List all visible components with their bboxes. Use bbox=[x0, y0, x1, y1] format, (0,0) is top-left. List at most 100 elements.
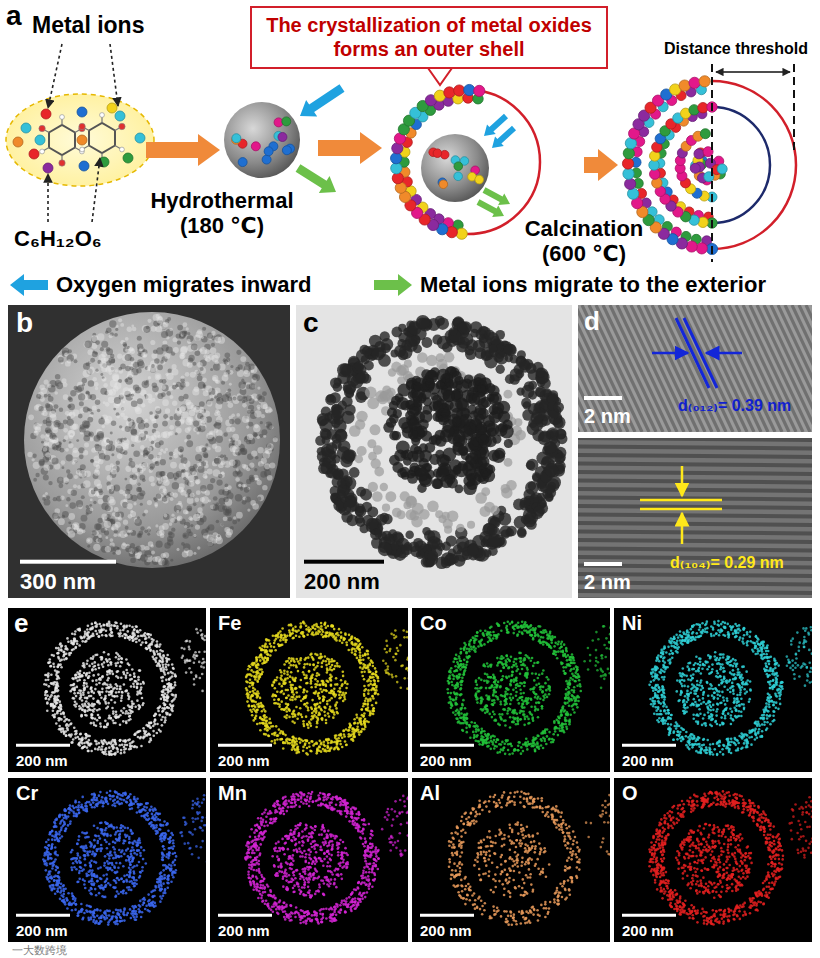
arrow bbox=[294, 80, 347, 125]
grain bbox=[125, 489, 130, 494]
grain bbox=[265, 409, 269, 413]
grain bbox=[195, 351, 201, 357]
grain bbox=[207, 484, 213, 490]
grain bbox=[42, 448, 47, 453]
grain bbox=[186, 435, 191, 440]
grain bbox=[202, 496, 209, 503]
grain bbox=[149, 411, 153, 415]
grain bbox=[187, 416, 194, 423]
grain bbox=[144, 529, 148, 533]
glucose-ring bbox=[49, 125, 75, 155]
grain bbox=[89, 409, 92, 412]
grain bbox=[32, 454, 36, 458]
grain bbox=[105, 546, 111, 552]
metal-ion bbox=[694, 149, 704, 159]
grain bbox=[131, 495, 137, 501]
grain bbox=[63, 477, 69, 483]
grain bbox=[160, 449, 163, 452]
grain bbox=[187, 362, 193, 368]
grain bbox=[125, 377, 132, 384]
grain bbox=[172, 385, 177, 390]
grain bbox=[131, 395, 134, 398]
particle bbox=[545, 493, 554, 502]
grain bbox=[68, 443, 73, 448]
grain bbox=[210, 478, 215, 483]
grain bbox=[130, 357, 134, 361]
grain bbox=[249, 475, 255, 481]
grain bbox=[98, 499, 104, 505]
grain bbox=[185, 400, 191, 406]
grain bbox=[130, 557, 136, 563]
grain bbox=[151, 364, 155, 368]
grain bbox=[232, 395, 237, 400]
grain bbox=[95, 352, 98, 355]
grain bbox=[166, 391, 171, 396]
grain bbox=[124, 437, 127, 440]
grain bbox=[53, 497, 57, 501]
grain bbox=[223, 432, 227, 436]
grain bbox=[197, 413, 203, 419]
grain bbox=[122, 401, 125, 404]
grain bbox=[185, 472, 189, 476]
grain bbox=[105, 331, 108, 334]
grain bbox=[186, 327, 189, 330]
metal-ion bbox=[433, 149, 442, 158]
grain bbox=[179, 406, 185, 412]
grain bbox=[102, 378, 105, 381]
grain bbox=[210, 398, 213, 401]
grain bbox=[60, 448, 65, 453]
grain bbox=[155, 461, 160, 466]
grain bbox=[81, 515, 88, 522]
sem-image bbox=[8, 305, 290, 598]
grain bbox=[144, 456, 147, 459]
grain bbox=[121, 408, 125, 412]
grain bbox=[169, 395, 173, 399]
grain bbox=[162, 379, 167, 384]
grain bbox=[162, 384, 169, 391]
grain bbox=[176, 471, 182, 477]
grain bbox=[135, 553, 141, 559]
grain bbox=[177, 412, 181, 416]
grain bbox=[159, 525, 165, 531]
metal-ion bbox=[679, 80, 690, 91]
grain bbox=[149, 476, 155, 482]
grain bbox=[144, 509, 148, 513]
grain bbox=[98, 418, 104, 424]
grain bbox=[162, 421, 168, 427]
hydrogen-atom bbox=[59, 160, 65, 166]
grain bbox=[194, 387, 199, 392]
grain bbox=[155, 406, 160, 411]
grain bbox=[245, 362, 250, 367]
grain bbox=[154, 414, 159, 419]
metal-ion bbox=[625, 178, 636, 189]
grain bbox=[155, 504, 158, 507]
grain bbox=[54, 391, 58, 395]
grain bbox=[73, 448, 78, 453]
grain bbox=[58, 518, 65, 525]
grain bbox=[207, 469, 213, 475]
grain bbox=[100, 361, 107, 368]
metal-ion bbox=[232, 134, 241, 143]
grain bbox=[136, 368, 142, 374]
grain bbox=[157, 365, 163, 371]
grain bbox=[211, 343, 215, 347]
grain bbox=[135, 436, 142, 443]
grain bbox=[249, 463, 254, 468]
grain bbox=[163, 322, 169, 328]
grain bbox=[43, 447, 48, 452]
metal-ion bbox=[392, 173, 403, 184]
metal-ion bbox=[444, 87, 455, 98]
grain bbox=[65, 504, 68, 507]
grain bbox=[93, 544, 100, 551]
metal-ion bbox=[123, 153, 133, 163]
shell-outline bbox=[712, 81, 796, 249]
grain bbox=[76, 439, 79, 442]
grain bbox=[197, 375, 203, 381]
grain bbox=[223, 372, 228, 377]
grain bbox=[186, 440, 193, 447]
grain bbox=[193, 514, 200, 521]
grain bbox=[80, 431, 83, 434]
grain bbox=[215, 446, 222, 453]
grain bbox=[100, 373, 103, 376]
grain bbox=[184, 381, 189, 386]
